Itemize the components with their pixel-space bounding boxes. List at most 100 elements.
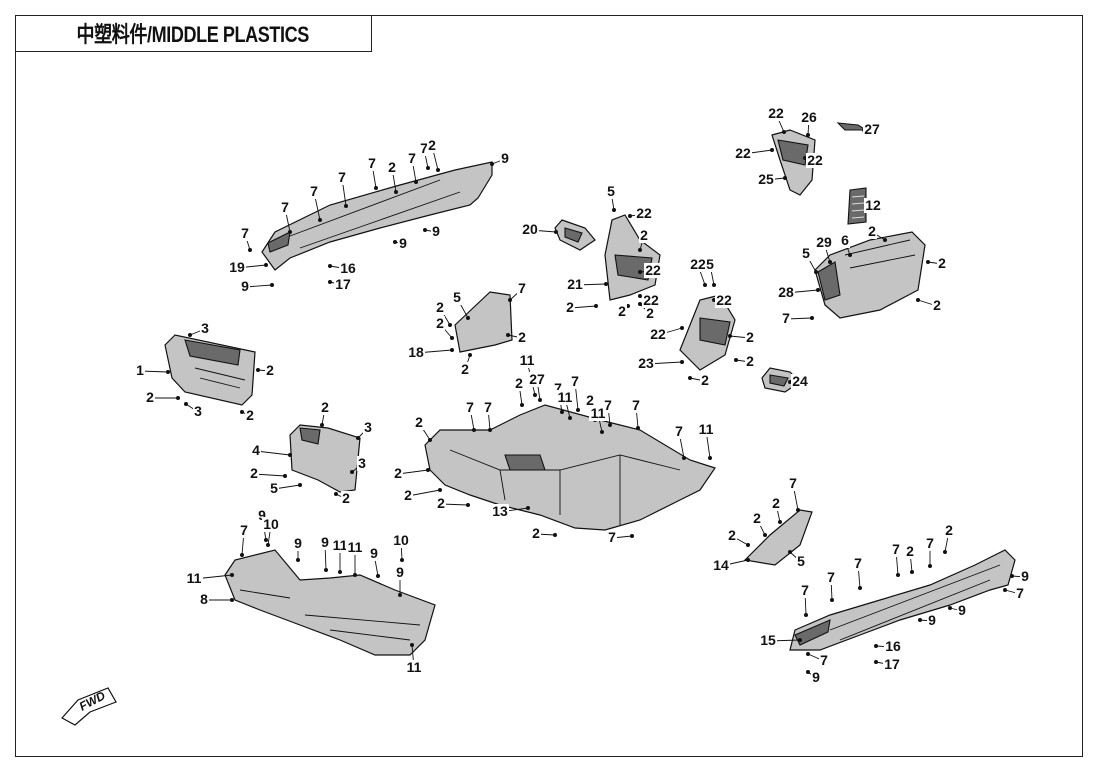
callout-label-bg [745,354,755,369]
callout-label-bg [341,491,351,506]
callout-label-bg [631,398,641,413]
callout-label-27: 27 [529,371,545,387]
leader-dot-11 [353,573,357,577]
leader-dot-7 [414,180,418,184]
callout-label-bg [734,146,752,161]
leader-dot-7 [248,248,252,252]
leader-dot-2 [426,468,430,472]
callout-label-22: 22 [716,292,732,308]
leader-dot-7 [608,423,612,427]
callout-label-5: 5 [802,245,810,261]
leader-dot-2 [320,423,324,427]
callout-label-bg [240,226,250,241]
callout-label-bg [531,526,541,541]
leader-dot-2 [428,438,432,442]
leader-dot-5 [814,270,818,274]
leader-dot-22 [782,130,786,134]
leader-dot-20 [554,230,558,234]
leader-dot-2 [468,353,472,357]
callout-label-14: 14 [713,557,729,573]
callout-label-bg [712,558,730,573]
callout-label-8: 8 [200,591,208,607]
callout-label-11: 11 [699,421,714,437]
leader-dot-2 [916,298,920,302]
part-4-cover [289,424,361,493]
leader-dot-7 [796,508,800,512]
callout-label-bg [269,481,279,496]
callout-label-bg [927,613,937,628]
callout-label-7: 7 [854,555,862,571]
callout-label-bg [645,306,655,321]
callout-label-7: 7 [789,475,797,491]
callout-label-2: 2 [746,353,754,369]
callout-label-bg [556,390,574,405]
callout-label-11: 11 [407,659,422,675]
callout-label-bg [517,330,527,345]
callout-label-2: 2 [618,303,626,319]
callout-label-7: 7 [604,397,612,413]
callout-label-7: 7 [281,199,289,215]
callout-label-bg [257,508,267,523]
callout-label-bg [796,554,806,569]
callout-label-9: 9 [396,564,404,580]
callout-label-22: 22 [690,256,706,272]
callout-label-bg [387,160,397,175]
leader-dot-16 [874,644,878,648]
callout-label-bg [777,285,795,300]
leader-dot-22 [703,283,707,287]
callout-label-bg [265,363,275,378]
callout-label-7: 7 [571,373,579,389]
callout-label-bg [840,233,850,248]
callout-label-bg [249,466,259,481]
part-24-small-cover [761,367,801,393]
callout-label-bg [884,639,902,654]
leader-dot-22 [628,214,632,218]
callout-label-2: 2 [753,510,761,526]
leader-dot-5 [298,483,302,487]
callout-label-9: 9 [258,507,266,523]
callout-label-2: 2 [436,299,444,315]
leader-dot-2 [746,543,750,547]
leader-dot-2 [256,368,260,372]
callout-label-bg [262,517,280,532]
callout-label-2: 2 [772,495,780,511]
callout-label-bg [135,363,145,378]
leader-dot-7 [288,230,292,234]
callout-label-2: 2 [461,361,469,377]
callout-label-bg [957,603,967,618]
callout-label-7: 7 [782,310,790,326]
callout-label-bg [517,281,527,296]
callout-label-2: 2 [321,399,329,415]
callout-label-bg [392,533,410,548]
callout-label-bg [431,224,441,239]
callout-label-22: 22 [650,326,666,342]
leader-dot-7 [806,652,810,656]
leader-dot-2 [553,533,557,537]
callout-label-bg [607,530,617,545]
leader-dot-2 [638,302,642,306]
callout-label-11: 11 [591,405,606,421]
callout-label-12: 12 [865,197,881,213]
callout-label-bg [239,523,249,538]
leader-dot-5 [712,283,716,287]
callout-label-15: 15 [760,632,776,648]
callout-label-bg [715,293,733,308]
leader-dot-3 [356,436,360,440]
callout-label-bg [363,420,373,435]
leader-dot-4 [288,453,292,457]
callout-label-7: 7 [240,522,248,538]
callout-label-22: 22 [645,262,661,278]
callout-label-9: 9 [928,612,936,628]
leader-dot-9 [806,670,810,674]
callout-label-2: 2 [437,495,445,511]
callout-label-bg [697,422,715,437]
leader-dot-7 [896,573,900,577]
callout-label-bg [514,376,524,391]
callout-label-7: 7 [608,529,616,545]
callout-label-bg [642,293,660,308]
leader-dot-11 [708,456,712,460]
callout-label-bg [331,538,349,553]
callout-label-bg [528,372,546,387]
